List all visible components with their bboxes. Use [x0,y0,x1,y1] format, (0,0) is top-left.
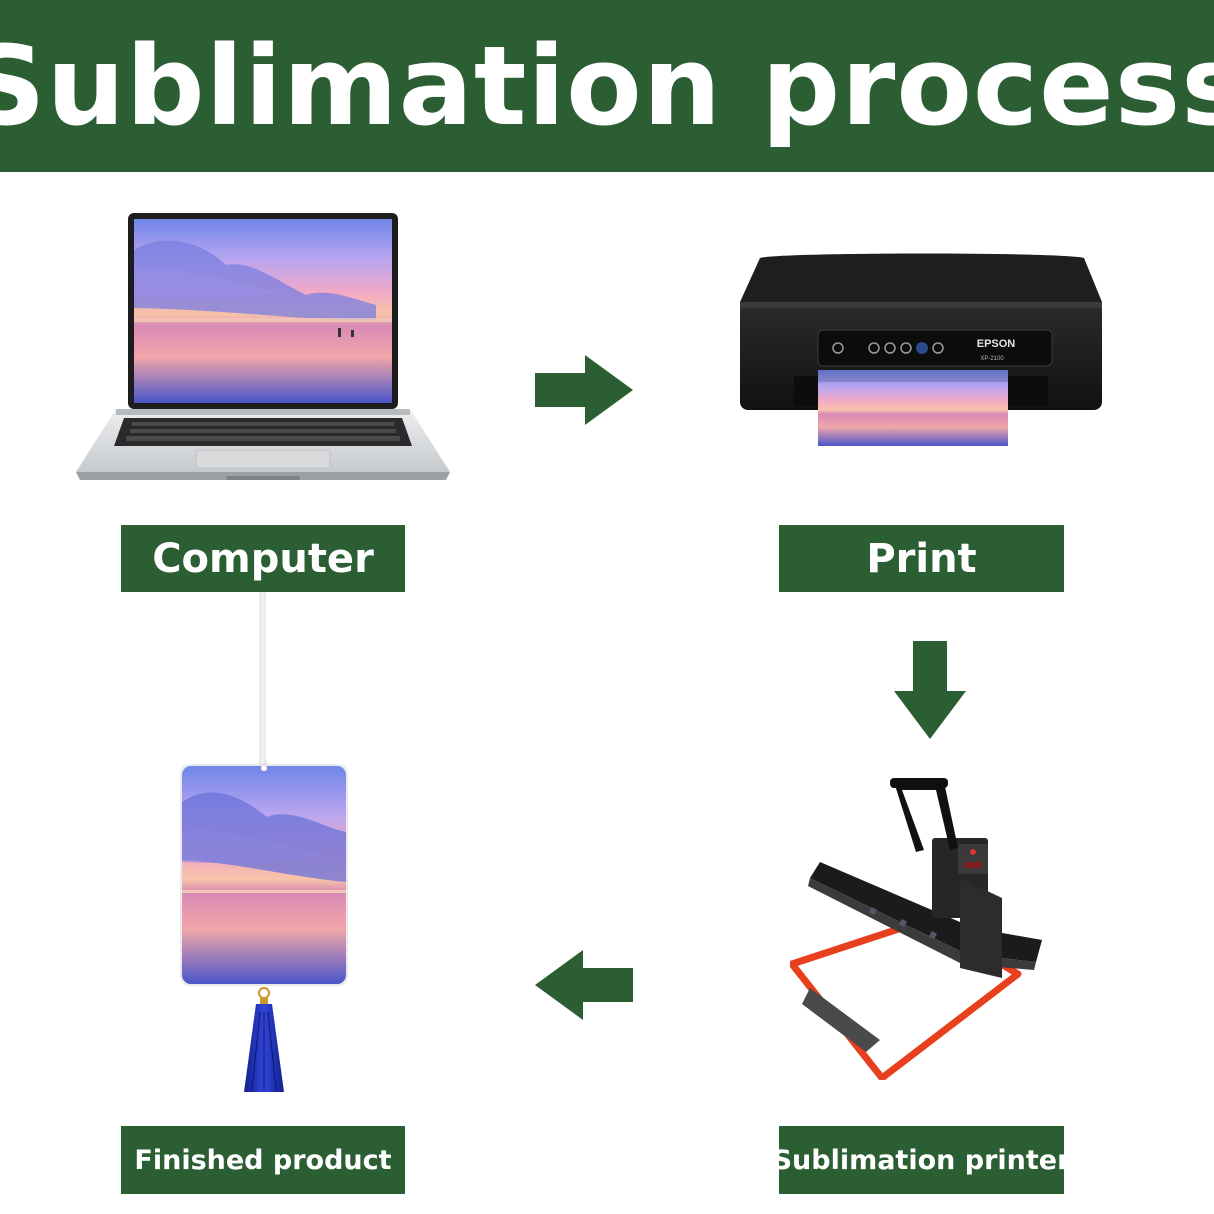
step-label-finished-product-text: Finished product [134,1144,392,1176]
arrow-down-icon [894,641,966,739]
step-label-sublimation-printer: Sublimation printer [773,1126,1070,1194]
heat-press-icon [790,778,1042,1080]
laptop-icon [76,213,450,480]
step-label-finished-product: Finished product [121,1126,405,1194]
step-label-print: Print [779,525,1064,592]
step-label-computer-text: Computer [152,535,374,582]
printer-model: XP-2100 [980,356,1004,362]
printer-brand: EPSON [977,338,1016,350]
step-label-computer: Computer [121,525,405,592]
title-banner: Sublimation process [0,0,1214,172]
step-label-sublimation-printer-text: Sublimation printer [772,1144,1071,1176]
air-freshener-icon [180,592,348,1092]
page-title: Sublimation process [0,22,1214,150]
arrow-left-icon [535,950,633,1020]
arrow-right-icon [535,355,633,425]
step-label-print-text: Print [866,535,977,582]
printer-icon: EPSON XP-2100 [740,253,1102,446]
